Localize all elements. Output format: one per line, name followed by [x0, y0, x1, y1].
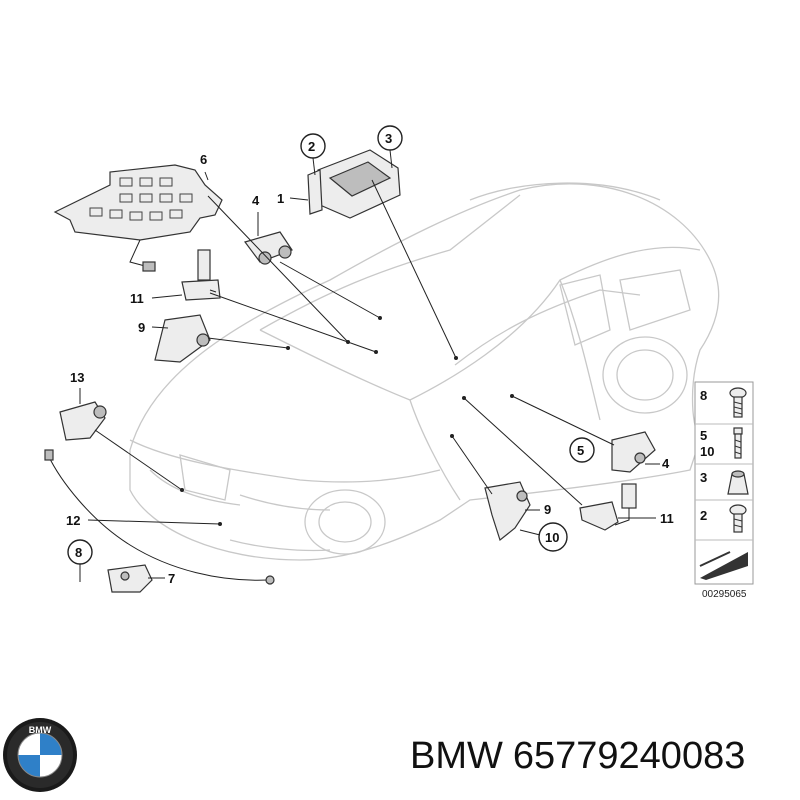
arrow-icon — [699, 551, 748, 580]
callout-11: 11 — [130, 291, 144, 306]
callout-5: 5 — [577, 443, 584, 458]
leader-9 — [207, 337, 289, 349]
leader-4 — [279, 261, 381, 319]
car-outline — [129, 182, 720, 561]
leader-4b — [511, 395, 615, 446]
callout-4b: 4 — [662, 456, 670, 471]
svg-text:BMW: BMW — [29, 725, 52, 735]
bolt-icon — [733, 427, 743, 459]
leader-11 — [209, 292, 377, 353]
fastener-legend: 8 5 10 3 2 — [694, 381, 754, 585]
sensor-11-right — [579, 483, 637, 531]
bmw-roundel-icon: BMW — [3, 718, 77, 792]
diagram-reference-number: 00295065 — [702, 589, 747, 600]
legend-row-2: 2 — [700, 508, 707, 523]
callout-12: 12 — [66, 513, 80, 528]
leader-6 — [207, 195, 349, 343]
airbag-control-unit — [289, 149, 401, 219]
front-crash-sensor — [59, 388, 107, 441]
sensor-9-left — [154, 314, 211, 363]
callout-3: 3 — [385, 131, 392, 146]
callout-8: 8 — [75, 545, 82, 560]
callout-13: 13 — [70, 370, 84, 385]
sensor-4-right — [611, 431, 656, 473]
legend-row-8: 8 — [700, 388, 707, 403]
leader-1 — [371, 179, 457, 359]
callout-4: 4 — [252, 193, 260, 208]
legend-row-3: 3 — [700, 470, 707, 485]
legend-row-5: 5 — [700, 428, 707, 443]
seat-occupancy-mat — [53, 164, 223, 272]
callout-1: 1 — [277, 191, 284, 206]
nut-icon — [727, 470, 749, 495]
callout-9: 9 — [138, 320, 145, 335]
screw-icon — [729, 387, 747, 418]
brand-name: BMW — [410, 735, 503, 777]
callout-7: 7 — [168, 571, 175, 586]
crash-sensor-bracket — [107, 564, 153, 593]
callout-2: 2 — [308, 139, 315, 154]
callout-6: 6 — [200, 152, 207, 167]
leader-9b — [451, 435, 493, 495]
screw-icon — [729, 504, 747, 533]
callout-10: 10 — [545, 530, 559, 545]
sensor-9-right — [484, 481, 531, 542]
leader-11b — [463, 397, 583, 506]
sensor-upper — [243, 212, 293, 265]
sensor-cable — [44, 449, 275, 585]
callout-9b: 9 — [544, 502, 551, 517]
callout-5-circle — [569, 437, 595, 463]
part-number: 65779240083 — [512, 735, 746, 777]
callout-10-circle — [538, 522, 568, 552]
callout-11b: 11 — [660, 511, 674, 526]
sensor-11-left — [181, 249, 221, 301]
legend-row-10: 10 — [700, 444, 714, 459]
